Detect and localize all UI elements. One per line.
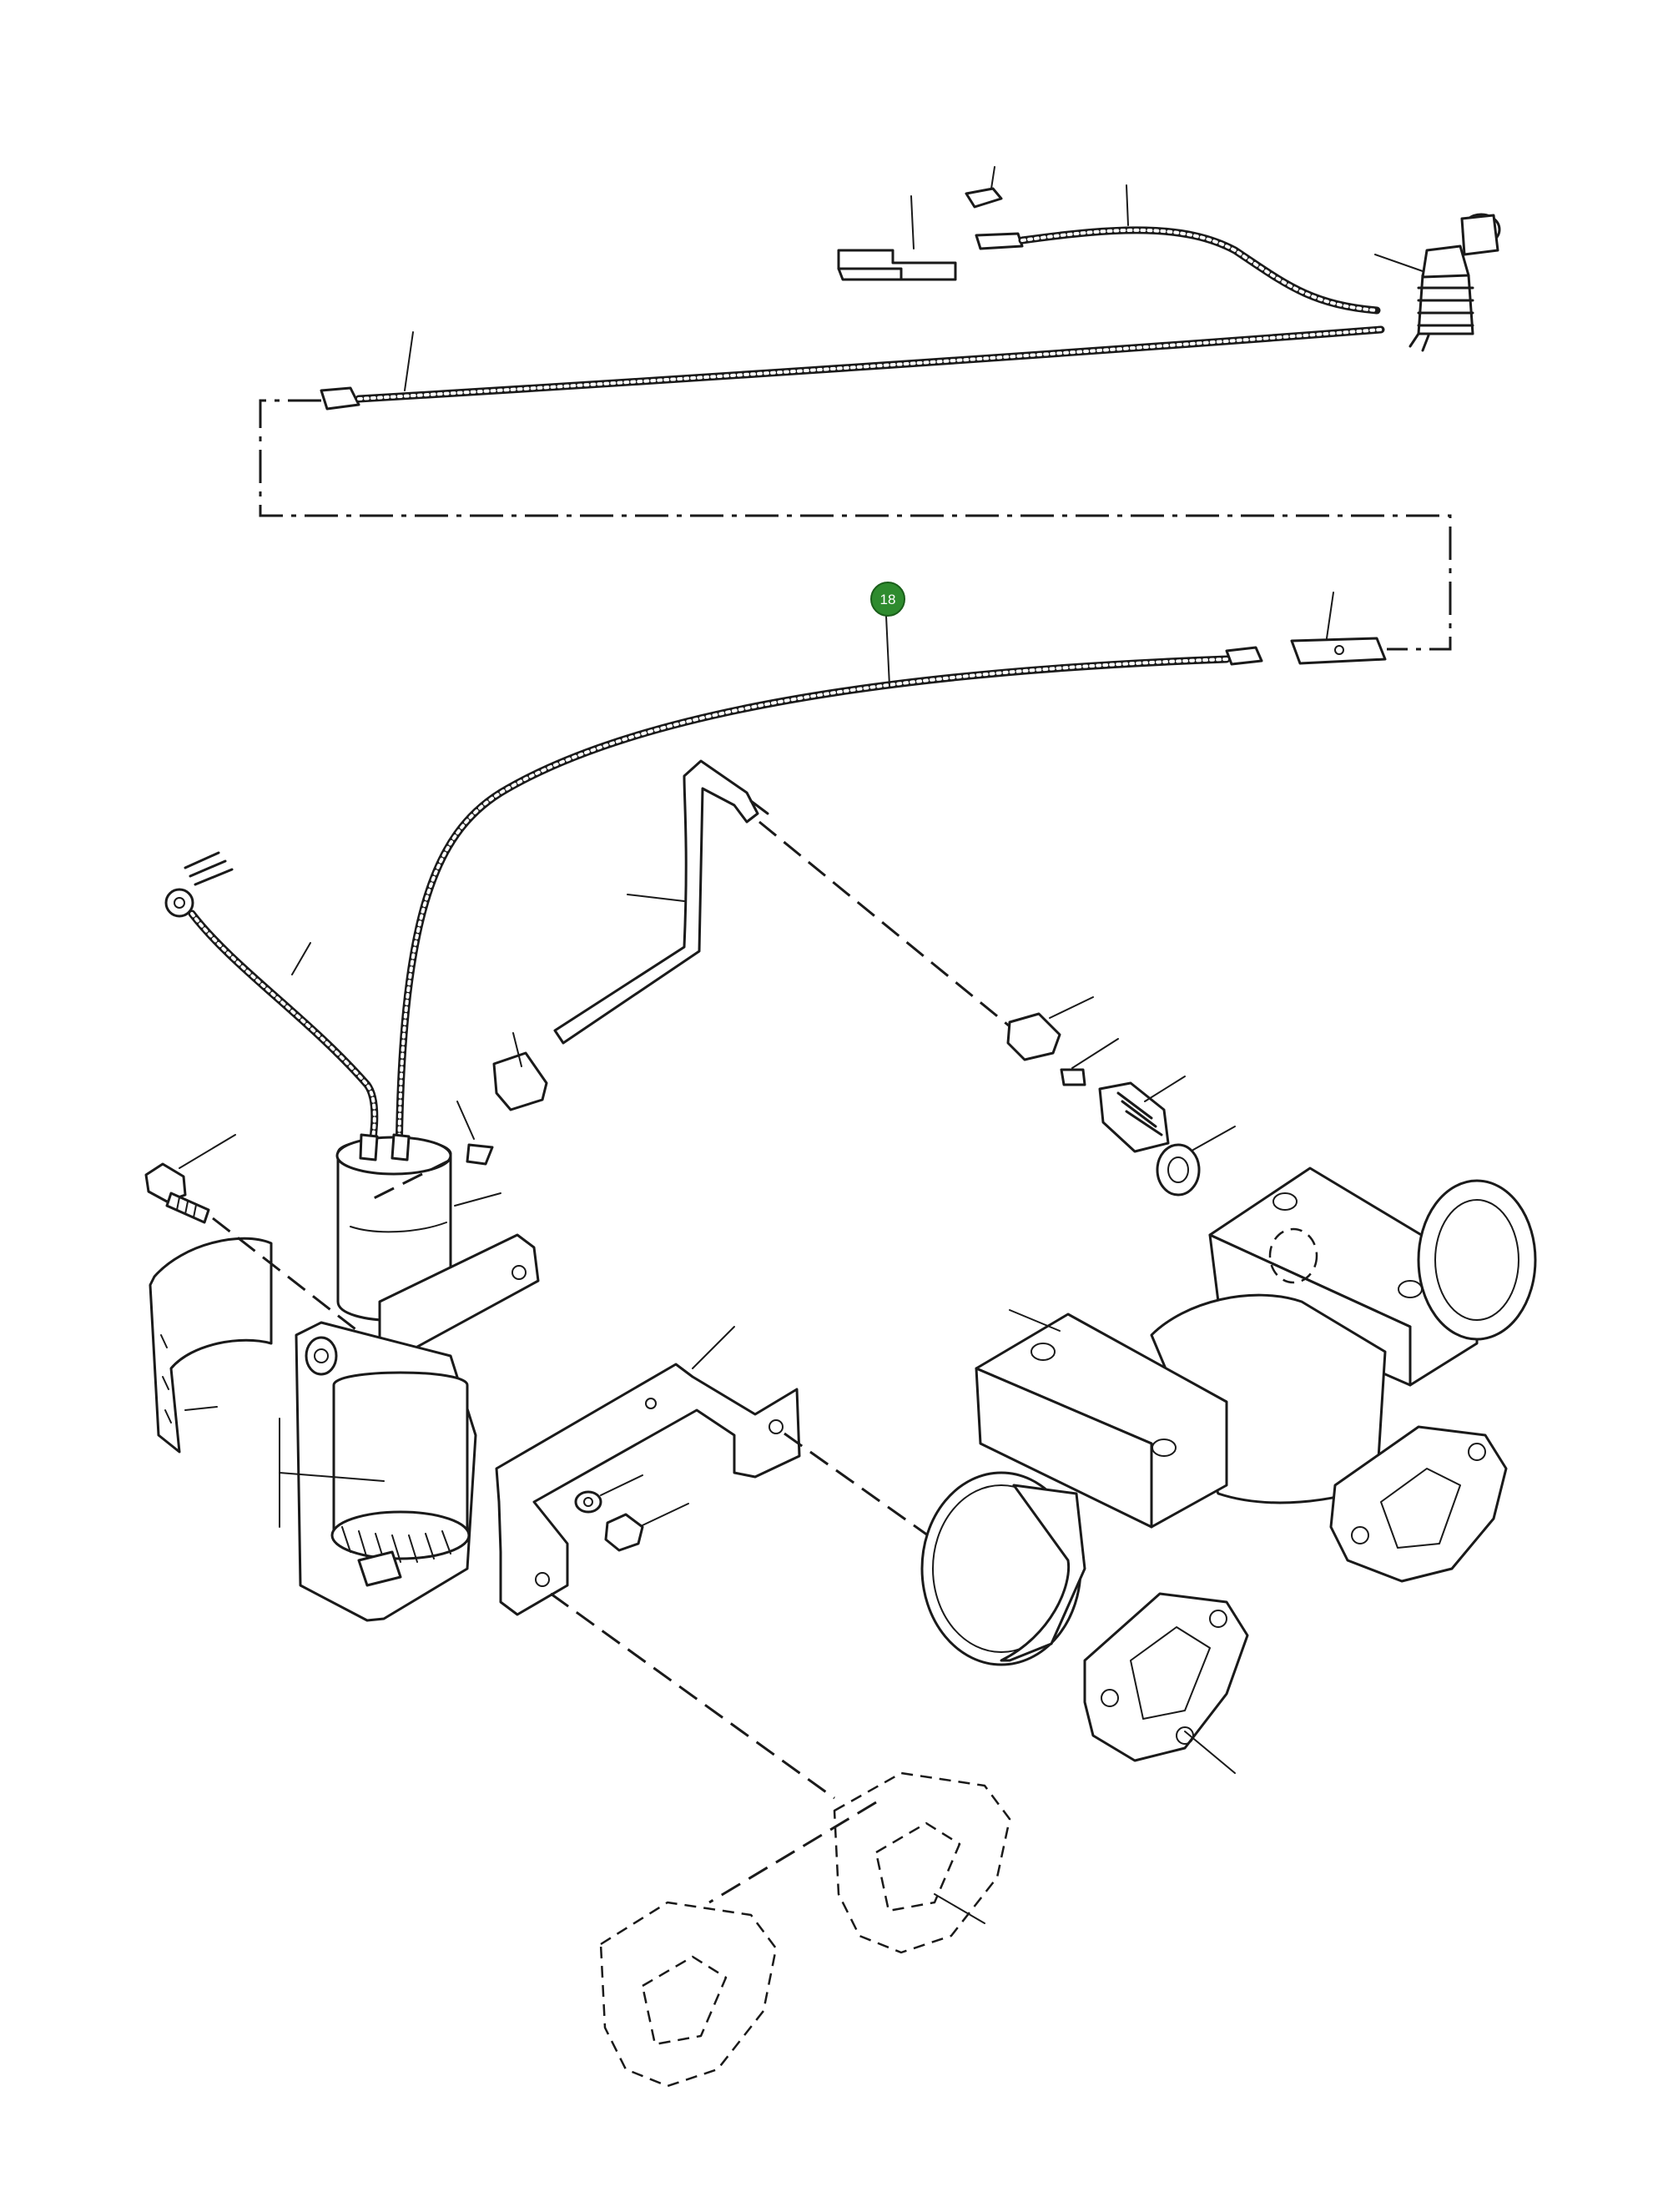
phantom-gasket-lower [599, 1901, 778, 2088]
stop-switch [1408, 213, 1501, 352]
assembly-line-phantom [708, 1801, 877, 1904]
assembly-line-solenoid [366, 1158, 451, 1203]
terminal-clip [965, 187, 1003, 209]
washer-and-nut [574, 1474, 689, 1552]
callout-18-marker[interactable] [870, 582, 905, 617]
clamp-band [149, 1237, 273, 1454]
phantom-gasket-upper [833, 1771, 1011, 1954]
right-pipe-fittings [1006, 996, 1236, 1197]
ground-lead [164, 851, 379, 1172]
exhaust-manifold [920, 1166, 1537, 1774]
stop-cable-assembly [395, 592, 1387, 1172]
mounting-bolt [144, 1134, 236, 1224]
support-bracket [495, 1326, 801, 1616]
terminal-sleeve [975, 232, 1024, 250]
connection-bracket-line [259, 399, 1452, 651]
assembly-line-lower [550, 1592, 835, 1800]
top-wiring-group [320, 166, 1501, 411]
ring-terminal-top [320, 386, 360, 411]
callout-18[interactable]: 18 [870, 582, 905, 617]
callout-18-label: 18 [880, 592, 896, 607]
left-pipe-fittings [456, 1032, 548, 1166]
assembly-line-pipe [758, 820, 1010, 1028]
solenoid-housing [279, 1321, 477, 1622]
cable-end-block [1290, 637, 1387, 665]
assembly-line-bolt [212, 1217, 364, 1337]
stop-solenoid [335, 1133, 501, 1322]
terminal-block [837, 249, 957, 281]
fuel-pipe [553, 759, 769, 1045]
